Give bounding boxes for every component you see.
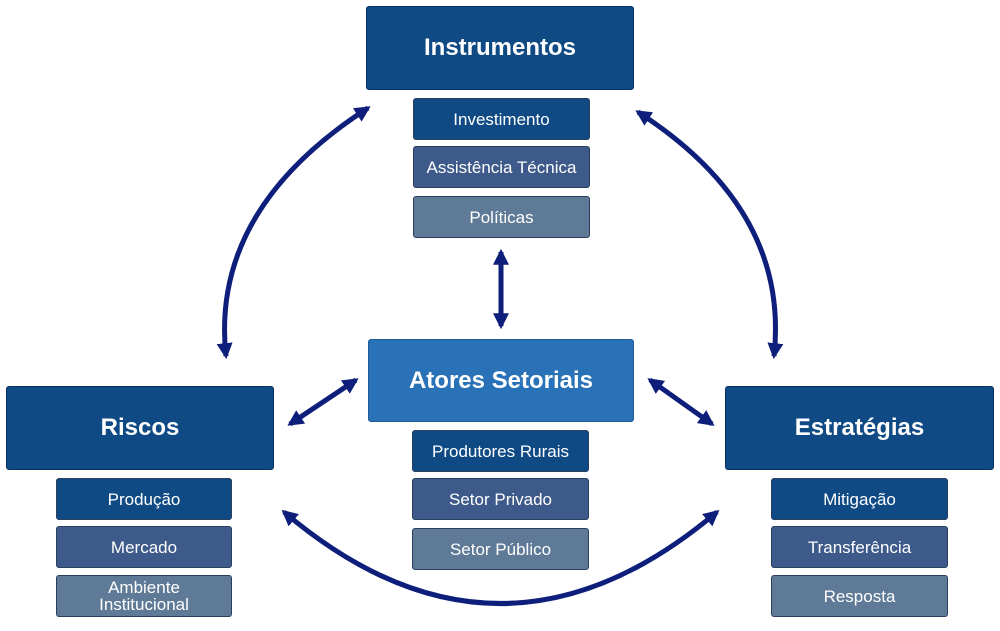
atores-item-setor-privado: Setor Privado xyxy=(412,478,589,520)
estrategias-item-transferencia: Transferência xyxy=(771,526,948,568)
arrow-instrumentos-estrategias xyxy=(635,109,784,360)
instrumentos-box: Instrumentos xyxy=(366,6,634,90)
instrumentos-title: Instrumentos xyxy=(423,34,576,61)
instrumentos-item-politicas: Políticas xyxy=(413,196,590,238)
atores-setoriais-title: Atores Setoriais xyxy=(408,366,594,394)
riscos-item-mercado: Mercado xyxy=(56,526,232,568)
estrategias-title: Estratégias xyxy=(794,414,925,441)
atores-item-setor-publico: Setor Público xyxy=(412,528,589,570)
riscos-box: Riscos xyxy=(6,386,274,470)
instrumentos-item-assistencia-tecnica: Assistência Técnica xyxy=(413,146,590,188)
arrow-riscos-estrategias xyxy=(281,509,720,606)
riscos-item-producao: Produção xyxy=(56,478,232,520)
estrategias-box: Estratégias xyxy=(725,386,994,470)
riscos-item-ambiente-institucional: Ambiente Institucional xyxy=(56,575,232,617)
atores-item-produtores-rurais: Produtores Rurais xyxy=(412,430,589,472)
atores-setoriais-box: Atores Setoriais xyxy=(368,339,634,422)
arrow-instrumentos-riscos xyxy=(216,105,371,360)
estrategias-item-resposta: Resposta xyxy=(771,575,948,617)
riscos-title: Riscos xyxy=(100,414,180,441)
arrow-atores-riscos xyxy=(287,377,359,427)
instrumentos-item-investimento: Investimento xyxy=(413,98,590,140)
arrow-atores-estrategias xyxy=(647,377,715,427)
estrategias-item-mitigacao: Mitigação xyxy=(771,478,948,520)
